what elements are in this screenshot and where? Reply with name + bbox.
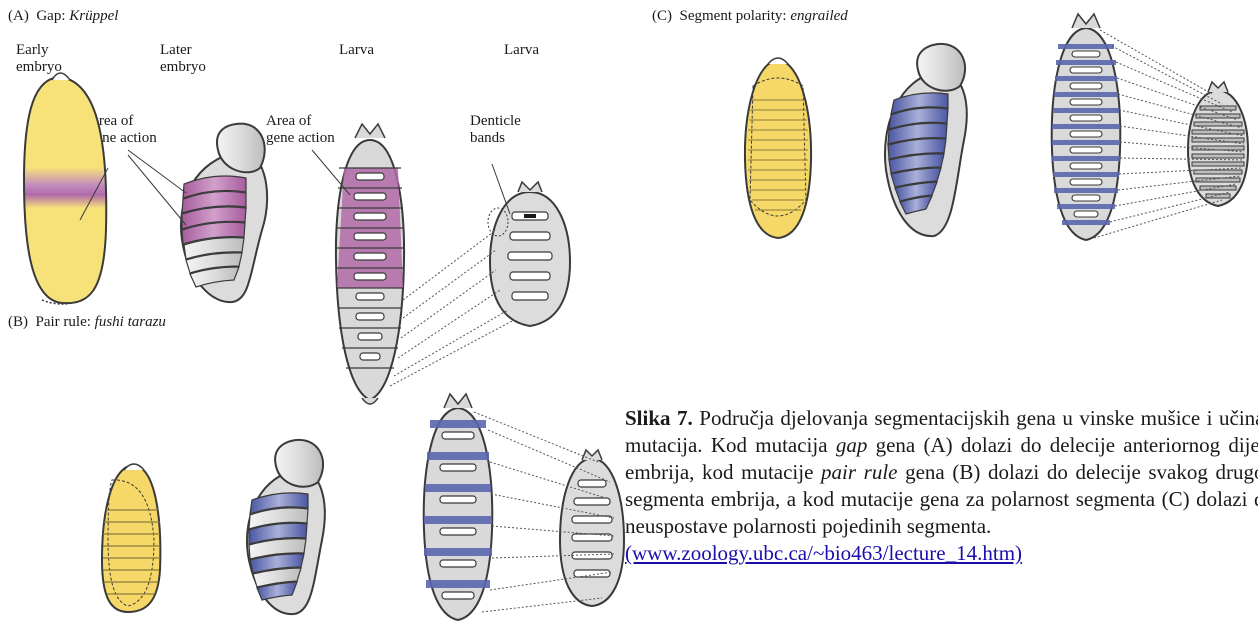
early-embryo-segment-polarity — [745, 58, 811, 238]
later-embryo-gap — [128, 124, 267, 303]
caption-term-gap: gap — [836, 433, 868, 457]
larva-segment-polarity — [1052, 14, 1120, 240]
larva-gap-domain — [312, 124, 404, 404]
later-embryo-pair-rule — [247, 440, 325, 614]
figure-caption: Slika 7. Područja djelovanja segmentacij… — [625, 405, 1258, 567]
mutant-larva-pair-rule — [474, 412, 624, 612]
later-embryo-segment-polarity — [885, 44, 967, 236]
caption-term-pair-rule: pair rule — [821, 460, 897, 484]
caption-label: Slika 7. — [625, 406, 693, 430]
larva-pair-rule — [424, 394, 492, 620]
early-embryo-gap — [24, 73, 108, 304]
early-embryo-pair-rule — [102, 464, 160, 612]
caption-source-link[interactable]: (www.zoology.ubc.ca/~bio463/lecture_14.h… — [625, 541, 1022, 565]
mutant-larva-gap — [390, 164, 570, 386]
